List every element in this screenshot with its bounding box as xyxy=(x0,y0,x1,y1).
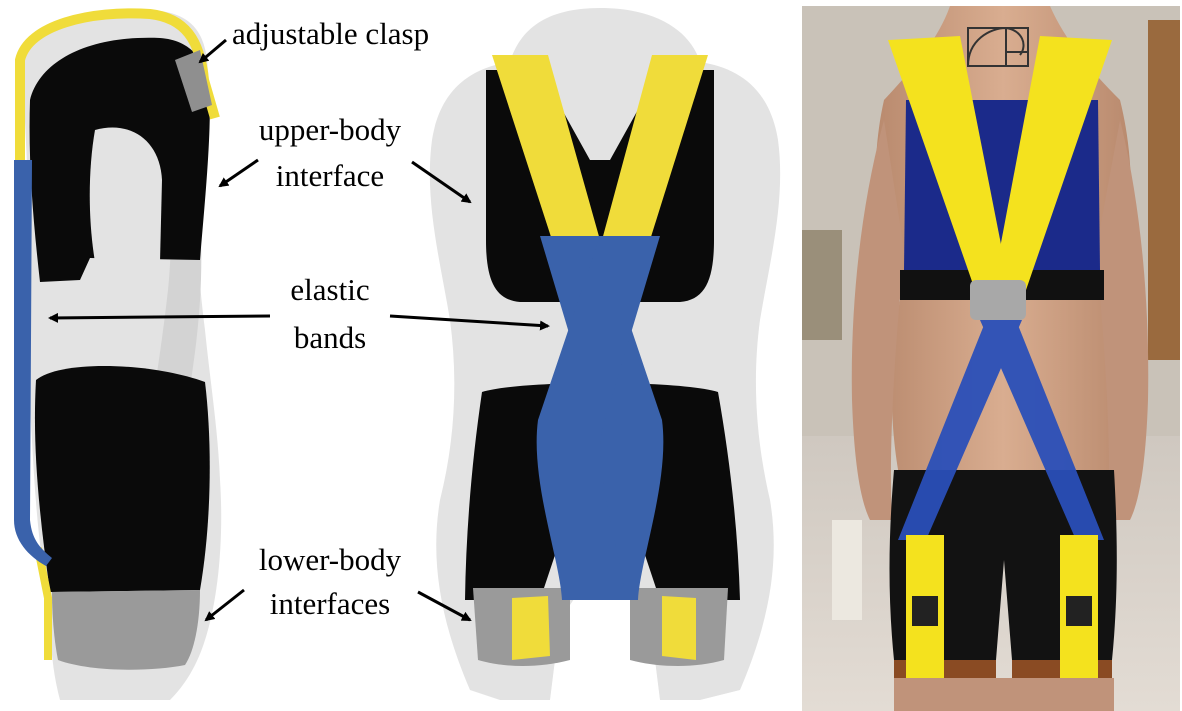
label-upper-body-line2: interface xyxy=(276,158,384,193)
photo-bottle xyxy=(832,520,862,620)
label-lower-body-line1: lower-body xyxy=(259,542,402,577)
label-lower-body-line2: interfaces xyxy=(270,586,390,621)
arrow-elastic-side xyxy=(50,316,270,318)
label-adjustable-clasp: adjustable clasp xyxy=(232,16,429,51)
side-view-figure xyxy=(14,10,221,700)
back-view-left-lower-strap xyxy=(512,596,550,660)
side-view-shorts xyxy=(35,366,210,592)
photo-door xyxy=(1148,20,1180,360)
photo-buckle-right xyxy=(1066,596,1092,626)
arrow-upper-side xyxy=(220,160,258,186)
photo-buckle-left xyxy=(912,596,938,626)
back-view-photo xyxy=(802,6,1180,711)
annotation-labels: adjustable clasp upper-body interface el… xyxy=(232,16,429,621)
label-elastic-line2: bands xyxy=(294,320,366,355)
back-view-figure xyxy=(430,8,780,700)
back-view-right-lower-strap xyxy=(662,596,696,660)
side-view-armhole xyxy=(90,127,162,262)
label-elastic-line1: elastic xyxy=(290,272,369,307)
photo-shelf xyxy=(802,230,842,340)
side-view-thigh-cuff xyxy=(52,590,200,670)
photo-legs xyxy=(894,678,1114,711)
label-upper-body-line1: upper-body xyxy=(259,112,402,147)
photo-clasp xyxy=(970,280,1026,320)
